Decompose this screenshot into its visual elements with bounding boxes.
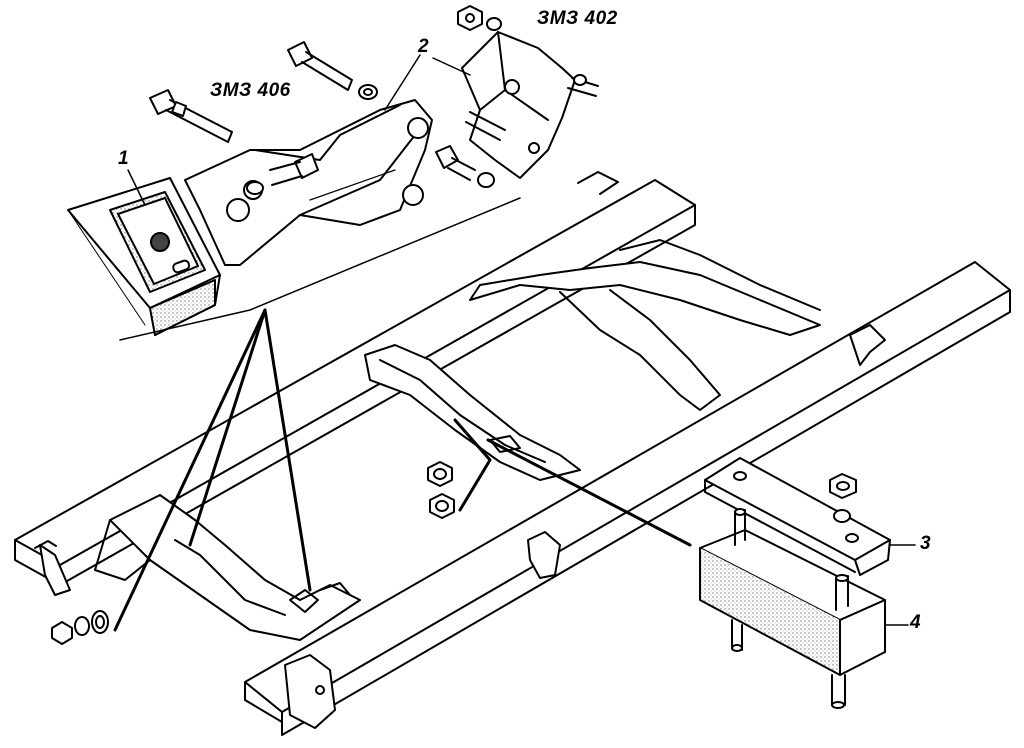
frame-bracket-left (39, 544, 71, 596)
stud-bottom-right (831, 674, 846, 709)
mount-plate-part-3 (704, 457, 916, 576)
bolt-406-b (287, 41, 378, 100)
callout-label-2: 2 (418, 36, 429, 57)
bolt-402-lower (435, 145, 495, 188)
right-frame-rail (244, 261, 1011, 736)
middle-cross-member (364, 344, 581, 481)
stud-bottom-left (731, 619, 743, 652)
rubber-block-part-4 (699, 508, 909, 709)
stud-top-left (734, 508, 746, 546)
frame-bracket-front (284, 654, 336, 729)
front-cross-member (94, 494, 361, 641)
chassis-frame (14, 171, 1011, 736)
callout-label-4: 4 (910, 612, 921, 633)
stud-top-right (835, 574, 849, 611)
callout-2-leader-b (432, 57, 471, 76)
rubber-cushion-part-1 (67, 177, 221, 336)
stud-402-left (465, 111, 506, 141)
label-zmz-402: ЗМЗ 402 (537, 8, 618, 29)
stud-402-right (567, 74, 599, 97)
nut-washer-set-front (51, 610, 109, 645)
bolt-406-a (149, 89, 233, 143)
frame-bracket-right (849, 324, 886, 366)
bolt-406-c (246, 153, 319, 195)
rear-cross-member (469, 239, 821, 411)
nut-402-top (457, 5, 502, 31)
exploded-view-outline (119, 197, 521, 341)
label-zmz-406: ЗМЗ 406 (210, 80, 291, 101)
callout-label-3: 3 (920, 533, 931, 554)
callout-1-leader (127, 169, 146, 206)
frame-bracket-middle (527, 531, 561, 579)
mount-bracket-zmz402 (435, 5, 599, 188)
callout-2-leader-a (384, 54, 421, 111)
bracket-hole (315, 685, 325, 695)
mount-bracket-zmz406 (149, 41, 433, 266)
leader-lines (113, 308, 692, 632)
callout-label-1: 1 (118, 148, 129, 169)
nut-washer-set-frame (427, 461, 455, 519)
